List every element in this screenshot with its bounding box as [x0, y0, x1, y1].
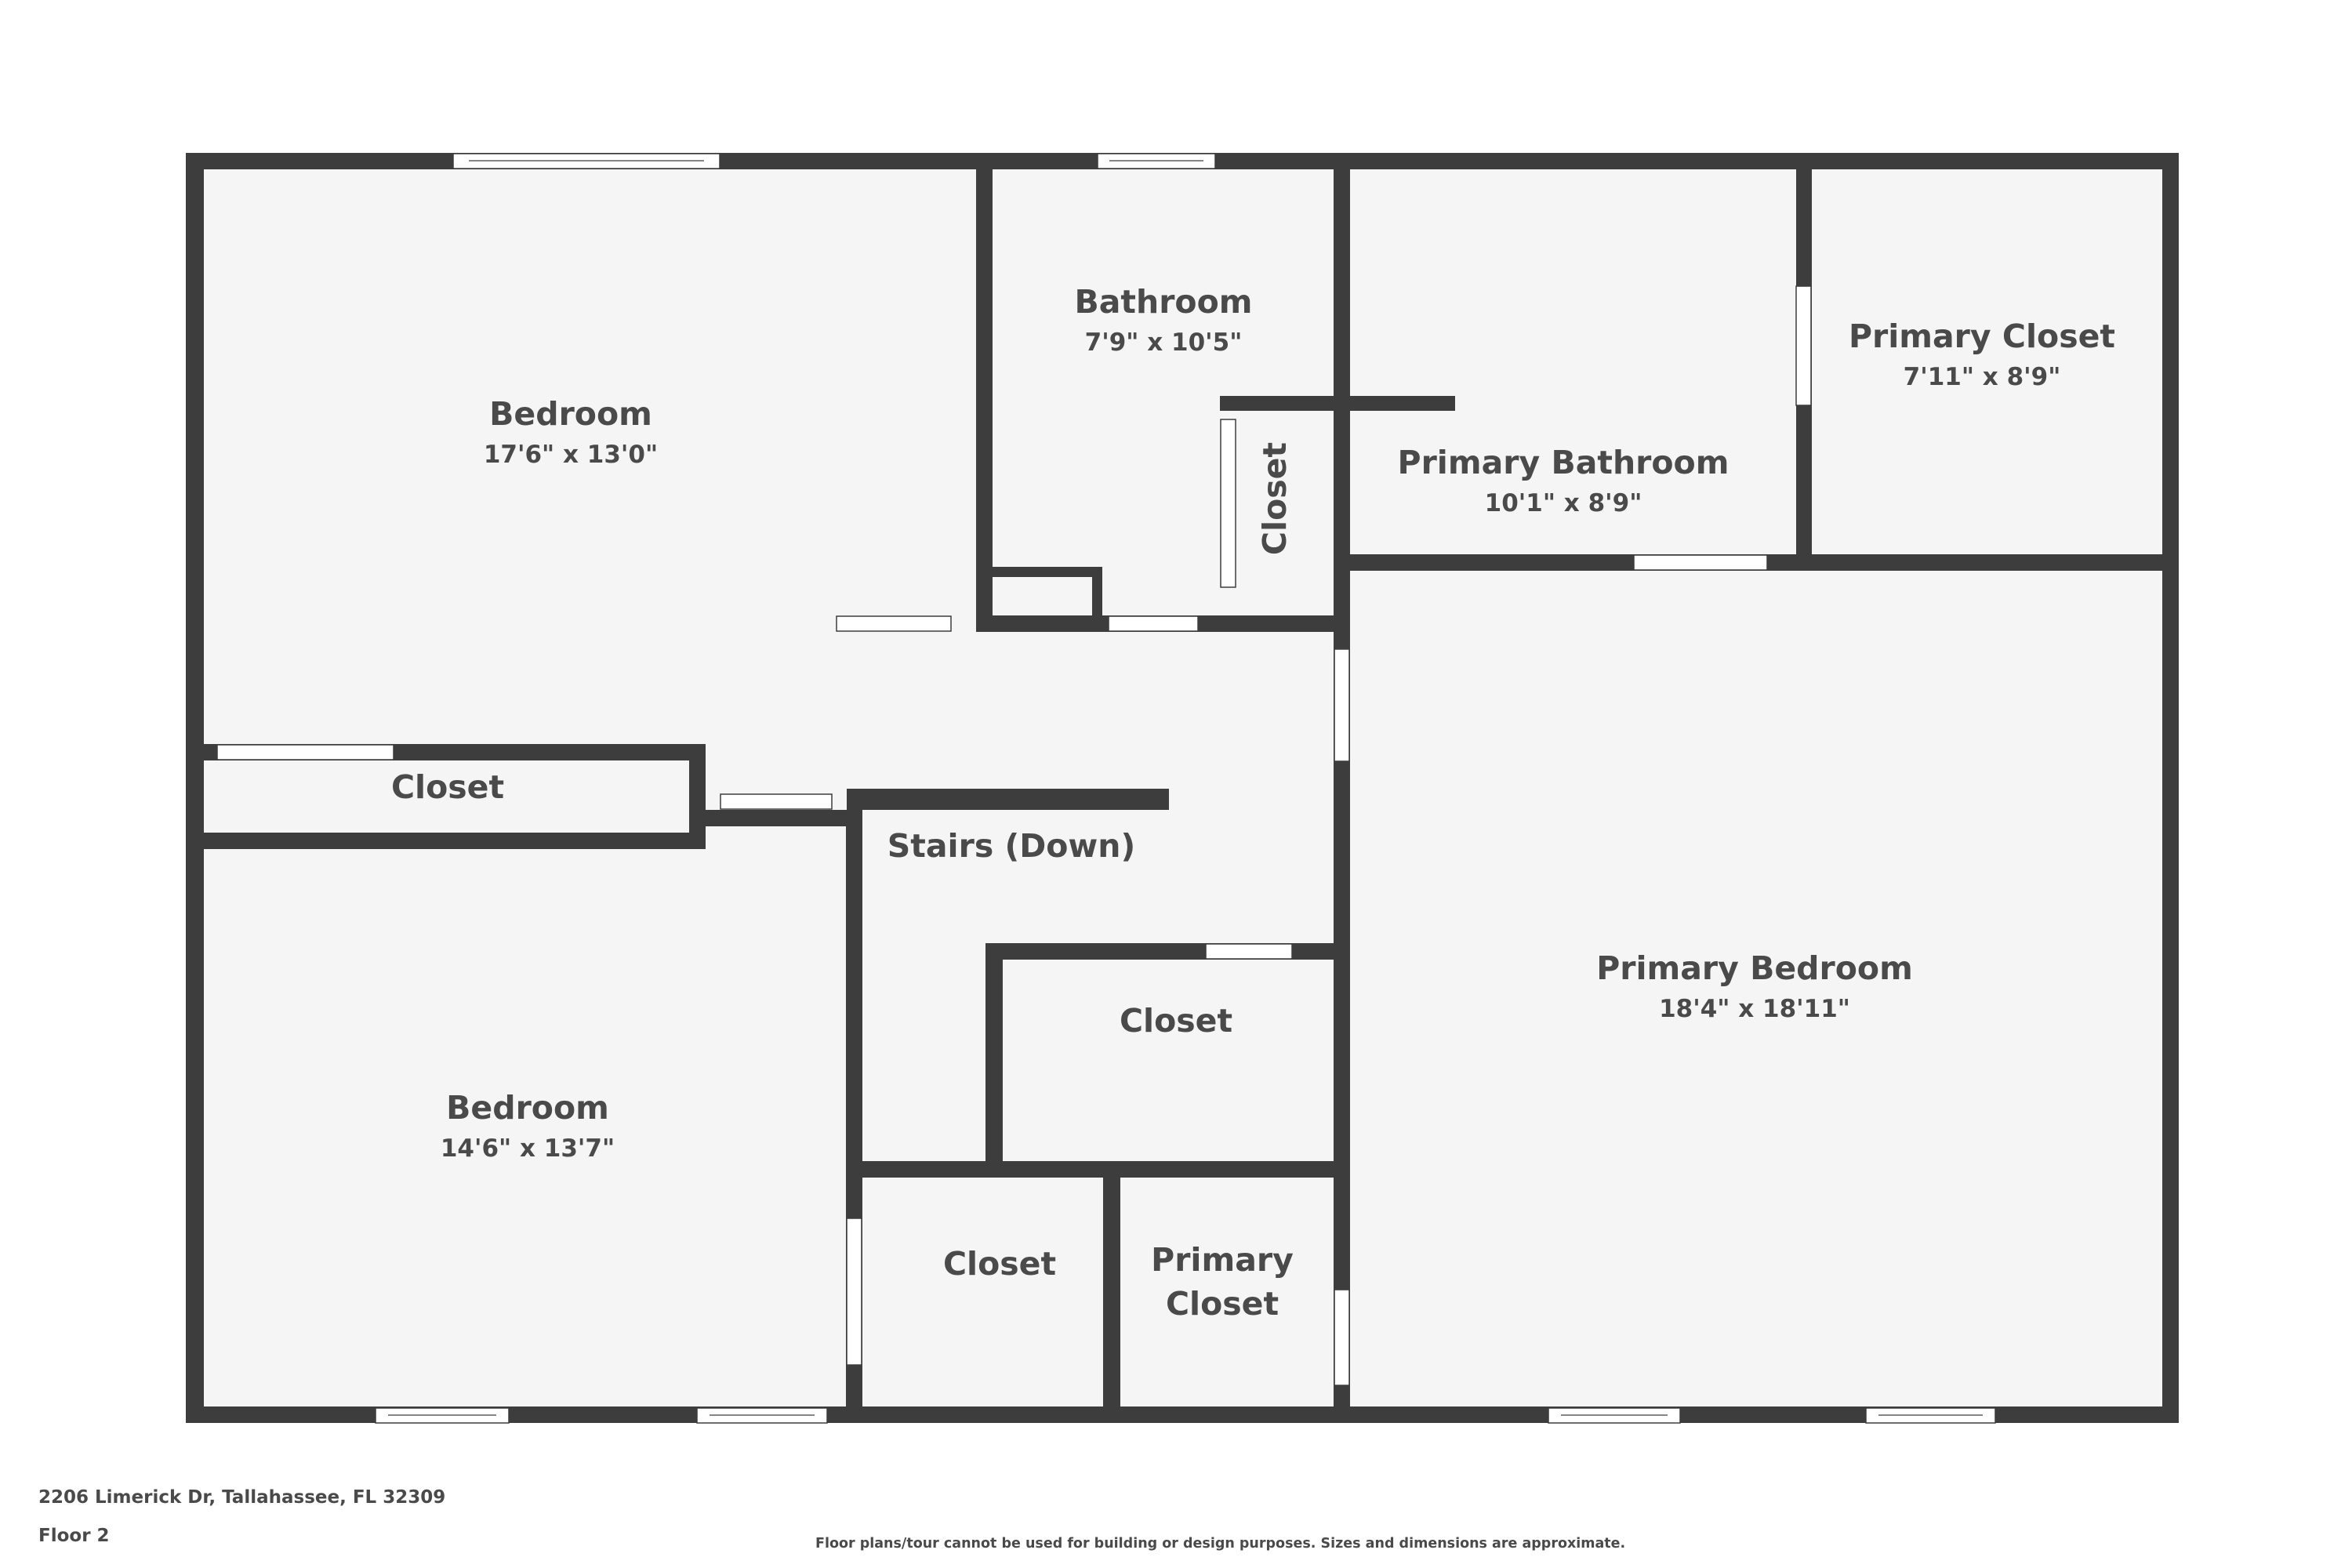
- bathroom-floor-lower-left: [993, 396, 1237, 567]
- door-primary-bath-to-bed: [1633, 554, 1768, 571]
- door-bathroom: [1108, 615, 1199, 632]
- door-closet-center: [1205, 943, 1293, 960]
- wall-bath-primary-stub: [1350, 396, 1455, 411]
- primary-bathroom-dims: 10'1" x 8'9": [1485, 489, 1642, 517]
- door-bedroom-closet: [216, 744, 394, 760]
- primary-closet-bottom-name-line1: Primary: [1151, 1241, 1294, 1279]
- floor-label: Floor 2: [38, 1526, 110, 1546]
- bathroom-dims: 7'9" x 10'5": [1085, 328, 1243, 357]
- primary-closet-bottom-name-line2: Closet: [1166, 1285, 1279, 1323]
- bathroom-name: Bathroom: [1075, 283, 1253, 321]
- hallway-floor: [706, 632, 1334, 789]
- door-primary-closet-bottom: [1334, 1289, 1350, 1386]
- stairs-floor: [862, 810, 1169, 943]
- door-bedroom-bottom: [720, 793, 833, 810]
- primary-closet-top-floor: [1812, 169, 2162, 554]
- bedroom-top-dims: 17'6" x 13'0": [484, 441, 658, 469]
- stairs-floor-lower: [862, 943, 985, 1161]
- hall-closet-vertical-name: Closet: [1256, 442, 1294, 555]
- interior-walls: [1220, 396, 1455, 411]
- door-hall-closet: [1220, 419, 1236, 588]
- hall-closet-vertical-floor: [1237, 411, 1334, 615]
- closet-center-floor: [1003, 960, 1334, 1161]
- property-address: 2206 Limerick Dr, Tallahassee, FL 32309: [38, 1487, 446, 1508]
- bathroom-floor-lower-right: [1102, 567, 1237, 615]
- primary-bedroom-floor: [1350, 571, 2162, 1406]
- primary-bathroom-floor-right: [1606, 169, 1795, 554]
- room-labels: Bedroom 17'6" x 13'0" Bathroom 7'9" x 10…: [391, 283, 2115, 1323]
- bedroom-bottom-dims: 14'6" x 13'7": [441, 1134, 615, 1163]
- primary-closet-top-dims: 7'11" x 8'9": [1904, 363, 2061, 391]
- room-floors: [204, 169, 2162, 1406]
- primary-bathroom-name: Primary Bathroom: [1398, 444, 1730, 481]
- openings: [216, 153, 1996, 1424]
- closet-bottom-name: Closet: [943, 1245, 1056, 1283]
- bedroom-bottom-floor: [204, 849, 846, 1406]
- primary-bedroom-name: Primary Bedroom: [1596, 949, 1913, 987]
- bedroom-bottom-floor-extra: [706, 826, 846, 849]
- door-bedroom-top: [836, 615, 952, 632]
- primary-closet-bottom-floor: [1120, 1178, 1334, 1406]
- hallway-floor-right: [1169, 789, 1334, 943]
- closet-center-name: Closet: [1120, 1002, 1232, 1040]
- door-primary-bathroom: [1334, 648, 1350, 762]
- wall-bath-top-stub: [1220, 396, 1334, 411]
- bedroom-closet-left-floor: [204, 760, 689, 833]
- stairs-name: Stairs (Down): [887, 827, 1136, 865]
- primary-bathroom-floor-inner: [1350, 169, 1591, 554]
- bedroom-top-name: Bedroom: [489, 395, 652, 433]
- disclaimer: Floor plans/tour cannot be used for buil…: [815, 1536, 1626, 1552]
- closet-bottom-floor: [862, 1178, 1103, 1406]
- bathroom-floor: [993, 169, 1334, 396]
- primary-closet-top-name: Primary Closet: [1849, 318, 2115, 355]
- door-closet-bottom: [846, 1218, 862, 1366]
- door-primary-closet-top: [1795, 285, 1812, 406]
- bedroom-closet-left-name: Closet: [391, 768, 504, 806]
- bedroom-bottom-name: Bedroom: [446, 1089, 609, 1127]
- primary-bedroom-dims: 18'4" x 18'11": [1659, 995, 1850, 1023]
- hatched-duct: [993, 577, 1092, 615]
